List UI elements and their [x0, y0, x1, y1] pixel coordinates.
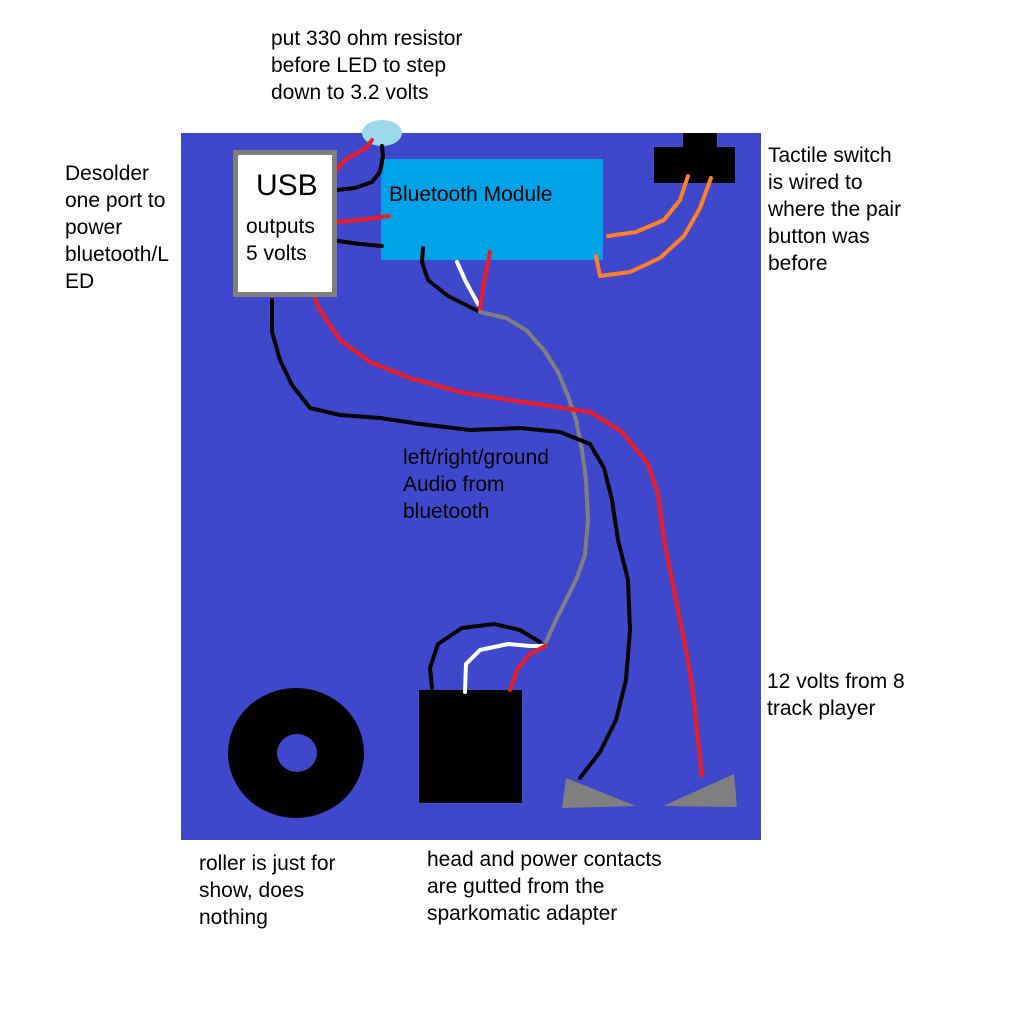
tactile-switch [654, 147, 735, 183]
usb-hub-title: USB [256, 169, 318, 202]
audio-white-wire [455, 260, 480, 306]
resistor-note: put 330 ohm resistor before LED to step … [271, 27, 463, 104]
usb-hub: USB outputs 5 volts [233, 150, 337, 297]
usb-to-bt-red-wire [335, 214, 391, 224]
audio-note: left/right/ground Audio from bluetooth [403, 446, 549, 523]
desolder-note: Desolder one port to power bluetooth/L E… [65, 162, 169, 293]
switch-wire-1 [606, 174, 690, 238]
head-red-wire [508, 644, 547, 692]
twelve-volt-note: 12 volts from 8 track player [767, 670, 905, 720]
audio-red-wire [478, 250, 492, 312]
ground-wire-to-contact [270, 298, 632, 780]
head-white-wire [463, 642, 547, 694]
roller [228, 688, 364, 818]
twelve-volt-wire [310, 290, 704, 778]
usb-to-bt-black-wire [336, 239, 384, 248]
audio-gray-cable [478, 310, 590, 644]
roller-hole [277, 734, 317, 772]
left-contact [562, 778, 636, 808]
usb-hub-subtitle: outputs 5 volts [246, 215, 315, 265]
right-contact [663, 774, 737, 807]
head-black-wire [428, 622, 542, 690]
tape-head [419, 690, 522, 803]
tactile-switch-note: Tactile switch is wired to where the pai… [768, 144, 902, 275]
audio-black-wire [420, 246, 482, 314]
led-ground-wire [335, 144, 385, 192]
switch-wire-2 [594, 176, 713, 278]
tactile-switch-button [683, 133, 717, 147]
bluetooth-module-label: Bluetooth Module [389, 183, 553, 206]
bluetooth-module: Bluetooth Module [381, 159, 603, 260]
resistor-wire [333, 138, 374, 174]
roller-note: roller is just for show, does nothing [199, 852, 336, 929]
head-note: head and power contacts are gutted from … [427, 848, 662, 925]
